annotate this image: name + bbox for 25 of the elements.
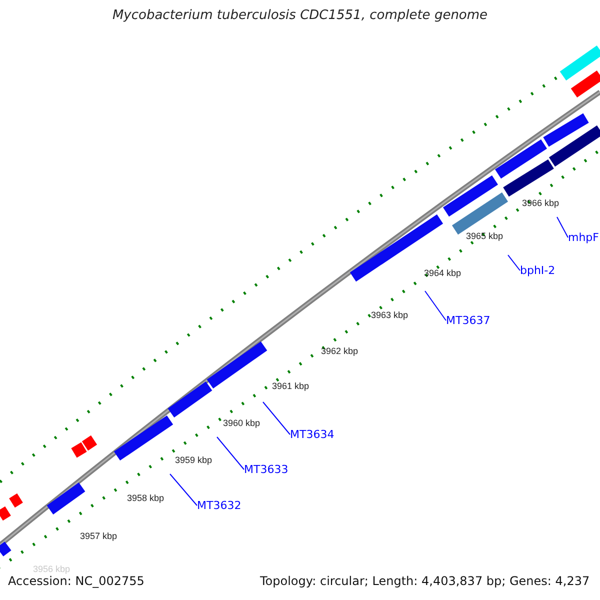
- tick-label: 3959 kbp: [175, 456, 212, 465]
- tick-label: 3966 kbp: [522, 199, 560, 208]
- leader-line: [508, 254, 520, 271]
- tick-label: 3957 kbp: [80, 532, 118, 541]
- tick-label: 3961 kbp: [272, 382, 310, 391]
- leader-line: [170, 474, 198, 506]
- tick-label: 3964 kbp: [424, 269, 462, 278]
- tick-label: 3960 kbp: [223, 419, 260, 428]
- leader-line: [262, 402, 290, 435]
- info-text: Topology: circular; Length: 4,403,837 bp; Genes: 4,237: [260, 575, 590, 587]
- tick-label: 3962 kbp: [321, 347, 358, 356]
- tick-label: 3958 kbp: [127, 494, 164, 503]
- leader-line: [556, 216, 568, 238]
- gene-label: MT3632: [197, 500, 242, 511]
- gene-label: mhpF: [568, 232, 599, 243]
- tick-label: 3965 kbp: [466, 232, 504, 241]
- leader-line: [216, 436, 244, 470]
- info-text: Accession: NC_002755: [8, 575, 144, 587]
- tick-label: 3963 kbp: [371, 311, 408, 320]
- gene-label: MT3637: [446, 315, 490, 326]
- title: Mycobacterium tuberculosis CDC1551, complete genome: [111, 9, 489, 22]
- gene-label: MT3633: [244, 464, 288, 475]
- gene-label: MT3634: [290, 429, 334, 440]
- leader-line: [424, 290, 446, 321]
- gene-label: bphI-2: [520, 265, 556, 276]
